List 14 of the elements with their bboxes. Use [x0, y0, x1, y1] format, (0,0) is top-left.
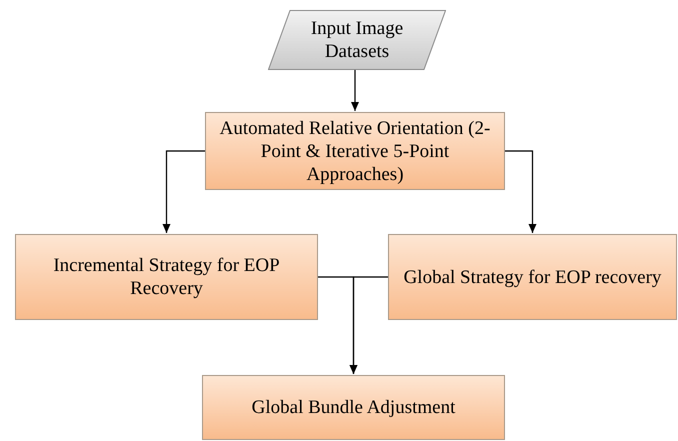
- node-label: Input Image Datasets: [310, 17, 404, 63]
- process-box: [202, 375, 505, 440]
- node-label: Global Bundle Adjustment: [252, 396, 456, 419]
- input-parallelogram: [268, 10, 446, 70]
- arrow: [505, 150, 536, 233]
- node-label: Incremental Strategy for EOP Recovery: [52, 254, 281, 300]
- node-label: Global Strategy for EOP recovery: [404, 266, 662, 288]
- process-box: [205, 112, 505, 190]
- arrow: [350, 276, 388, 374]
- process-box: [15, 234, 318, 320]
- process-box: [388, 234, 677, 320]
- arrow: [162, 150, 205, 233]
- arrow: [351, 70, 359, 111]
- node-label: Automated Relative Orientation (2-Point & Iterative 5-Point Approaches): [218, 116, 492, 186]
